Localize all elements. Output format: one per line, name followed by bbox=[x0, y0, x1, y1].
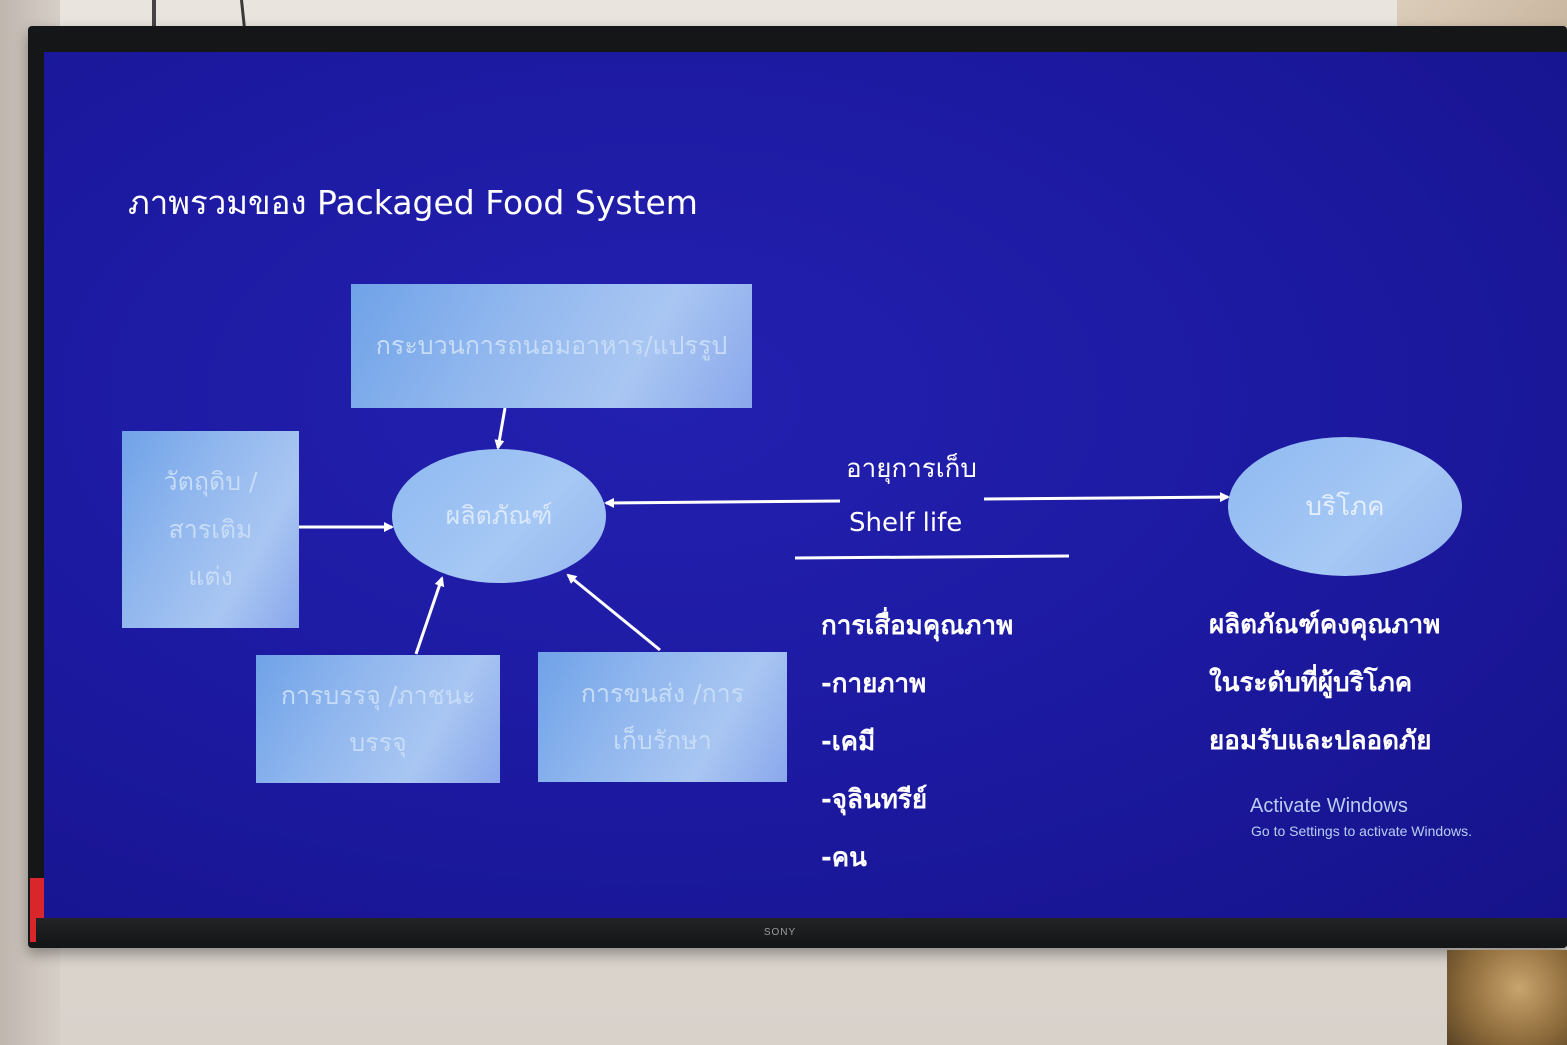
deterioration-list: การเสื่อมคุณภาพ -กายภาพ -เคมี -จุลินทรีย… bbox=[821, 597, 1013, 887]
deterioration-item: -เคมี bbox=[821, 727, 876, 757]
arrow-transport-to-product bbox=[566, 573, 661, 652]
deterioration-item: -คน bbox=[821, 843, 867, 873]
shelf-life-thai-label: อายุการเก็บ bbox=[846, 454, 977, 484]
arrow-shelf-to-product bbox=[604, 497, 841, 508]
activate-windows-title: Activate Windows bbox=[1250, 795, 1408, 817]
quality-note-line: ในระดับที่ผู้บริโภค bbox=[1209, 668, 1413, 698]
raw-materials-line: แต่ง bbox=[188, 562, 233, 592]
shelf-life-divider bbox=[794, 554, 1070, 560]
curtain-tassel bbox=[1447, 950, 1567, 1045]
quality-note-line: ยอมรับและปลอดภัย bbox=[1209, 726, 1432, 756]
deterioration-heading: การเสื่อมคุณภาพ bbox=[821, 611, 1014, 641]
arrow-packaging-to-product bbox=[414, 576, 445, 655]
deterioration-item: -กายภาพ bbox=[821, 669, 927, 699]
transport-line: เก็บรักษา bbox=[613, 726, 712, 755]
tv-brand-logo: SONY bbox=[763, 927, 797, 938]
transport-line: การขนส่ง /การ bbox=[580, 678, 745, 708]
arrow-process-to-product bbox=[494, 407, 507, 450]
process-box: กระบวนการถนอมอาหาร/แปรรูป bbox=[351, 284, 752, 408]
activate-windows-subtitle: Go to Settings to activate Windows. bbox=[1251, 823, 1472, 839]
packaging-box: การบรรจุ /ภาชนะ บรรจุ bbox=[256, 655, 500, 783]
product-label: ผลิตภัณฑ์ bbox=[445, 501, 553, 530]
raw-materials-line: สารเติม bbox=[168, 514, 253, 544]
quality-note-line: ผลิตภัณฑ์คงคุณภาพ bbox=[1209, 610, 1441, 640]
raw-materials-box: วัตถุดิบ / สารเติม แต่ง bbox=[122, 431, 299, 628]
slide-title: ภาพรวมของ Packaged Food System bbox=[128, 183, 698, 222]
deterioration-item: -จุลินทรีย์ bbox=[821, 785, 928, 815]
process-box-label: กระบวนการถนอมอาหาร/แปรรูป bbox=[375, 331, 728, 361]
transport-box: การขนส่ง /การ เก็บรักษา bbox=[538, 652, 787, 782]
packaging-line: การบรรจุ /ภาชนะ bbox=[280, 680, 476, 710]
raw-materials-line: วัตถุดิบ / bbox=[163, 467, 258, 497]
consume-ellipse: บริโภค bbox=[1228, 437, 1462, 576]
packaging-line: บรรจุ bbox=[349, 728, 407, 757]
arrow-shelf-to-consume bbox=[983, 492, 1230, 503]
quality-note: ผลิตภัณฑ์คงคุณภาพ ในระดับที่ผู้บริโภค ยอ… bbox=[1209, 596, 1440, 770]
consume-label: บริโภค bbox=[1305, 492, 1385, 522]
product-ellipse: ผลิตภัณฑ์ bbox=[392, 449, 606, 583]
tv-bottom-bezel bbox=[36, 918, 1567, 946]
shelf-life-english-label: Shelf life bbox=[849, 508, 963, 538]
